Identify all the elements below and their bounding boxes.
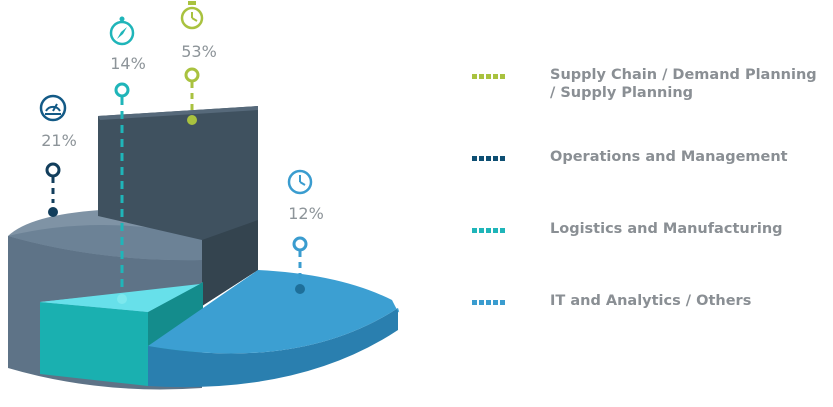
legend-swatch-square (479, 74, 484, 79)
compass-icon (109, 16, 135, 46)
legend-label: Logistics and Manufacturing (550, 221, 783, 237)
legend-item-logistics: Logistics and Manufacturing (472, 220, 825, 238)
legend-swatch-square (472, 74, 477, 79)
legend-swatch-operations (472, 156, 520, 161)
legend-swatch-it-analytics (472, 300, 520, 305)
legend-item-operations: Operations and Management (472, 148, 825, 166)
legend-swatch-square (500, 74, 505, 79)
slice-it-analytics (148, 270, 400, 388)
marker-it-analytics (292, 236, 308, 294)
legend-swatch-square (493, 74, 498, 79)
legend-swatch-square (486, 156, 491, 161)
legend-swatch-square (486, 74, 491, 79)
value-label-supply-chain: 53% (181, 42, 217, 61)
clock-icon (287, 169, 313, 195)
legend-item-supply-chain: Supply Chain / Demand Planning / Supply … (472, 66, 825, 102)
legend-swatch-square (472, 300, 477, 305)
value-label-it-analytics: 12% (288, 204, 324, 223)
legend-label-line1: Supply Chain / Demand Planning (550, 67, 817, 83)
legend-swatch-square (500, 228, 505, 233)
legend-swatch-square (500, 156, 505, 161)
legend-swatch-square (500, 300, 505, 305)
stopwatch-icon (180, 1, 204, 30)
legend-swatch-square (472, 228, 477, 233)
legend-swatch-square (479, 156, 484, 161)
legend-item-it-analytics: IT and Analytics / Others (472, 292, 825, 310)
legend-label: Supply Chain / Demand Planning / Supply … (550, 66, 825, 102)
legend-swatch-square (479, 300, 484, 305)
legend-swatch-logistics (472, 228, 520, 233)
legend-label: Operations and Management (550, 149, 788, 165)
value-label-operations: 21% (41, 131, 77, 150)
marker-logistics (114, 82, 130, 304)
pie-chart: 21% 14% 53% 12% (8, 1, 400, 390)
legend-swatch-square (472, 156, 477, 161)
legend-swatch-square (479, 228, 484, 233)
legend-swatch-square (486, 228, 491, 233)
legend-swatch-square (493, 300, 498, 305)
legend-swatch-square (493, 156, 498, 161)
marker-operations (45, 162, 61, 217)
legend-swatch-square (486, 300, 491, 305)
legend-label-line2: / Supply Planning (550, 85, 694, 101)
speedometer-icon (39, 94, 67, 122)
legend-swatch-supply-chain (472, 74, 520, 79)
slice-supply-chain (98, 106, 258, 306)
value-label-logistics: 14% (110, 54, 146, 73)
legend-label: IT and Analytics / Others (550, 293, 752, 309)
marker-supply-chain (184, 67, 200, 125)
legend-swatch-square (493, 228, 498, 233)
